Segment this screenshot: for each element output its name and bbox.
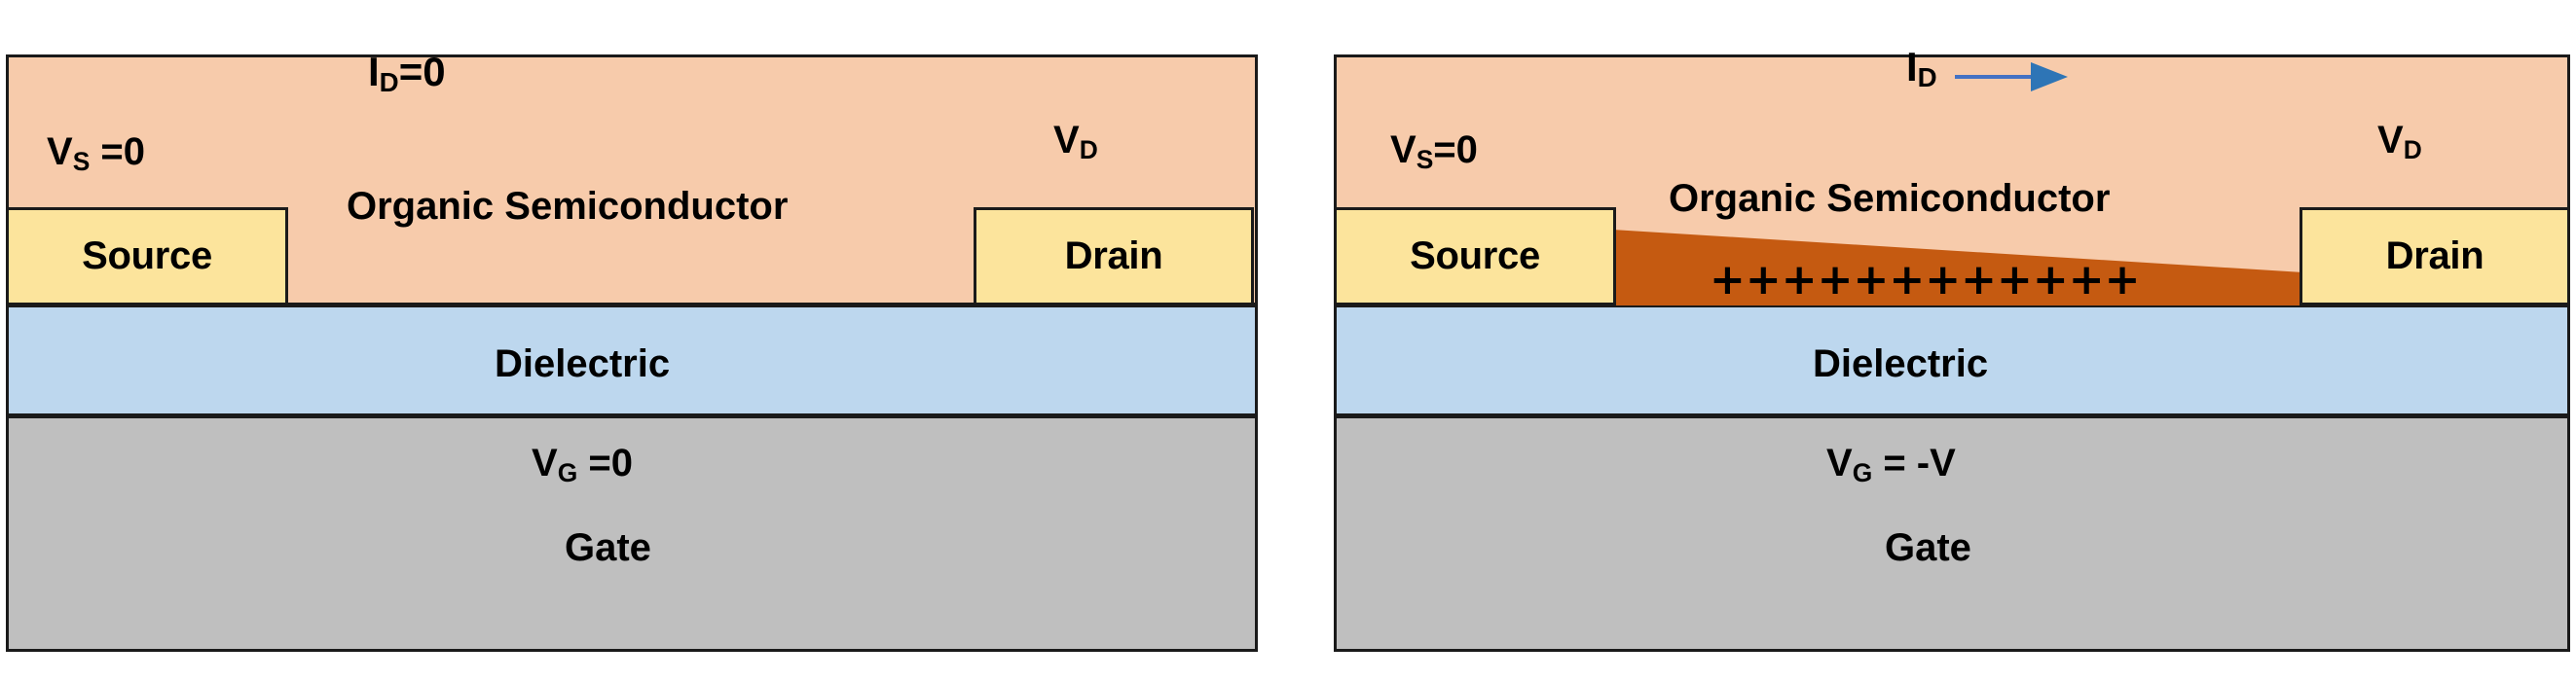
drain-voltage-subscript: D: [1079, 134, 1098, 164]
gate-layer-on: [1334, 415, 2570, 652]
drain-current-symbol: I: [1906, 44, 1918, 90]
source-voltage-label-on: VS=0: [1390, 128, 1478, 172]
source-voltage-symbol: V: [1390, 128, 1417, 171]
drain-electrode-label: Drain: [1064, 234, 1163, 277]
dielectric-label-off: Dielectric: [495, 342, 671, 385]
semiconductor-label-off: Organic Semiconductor: [347, 185, 789, 228]
gate-label-on: Gate: [1885, 526, 1971, 569]
drain-voltage-symbol: V: [2377, 119, 2404, 161]
dielectric-layer-on: [1334, 305, 2570, 416]
gate-voltage-subscript: G: [557, 457, 578, 487]
drain-voltage-symbol: V: [1053, 119, 1080, 161]
source-electrode-label: Source: [82, 234, 212, 277]
device-panel-off-state: Source Drain ID=0 VS =0 VD Organic Semic…: [6, 49, 1258, 652]
drain-current-label-on: ID: [1906, 44, 1937, 91]
drain-electrode-off: Drain: [974, 207, 1254, 305]
source-electrode-off: Source: [6, 207, 288, 305]
gate-voltage-label-off: VG =0: [532, 442, 633, 485]
dielectric-label-on: Dielectric: [1813, 342, 1989, 385]
source-electrode-on: Source: [1334, 207, 1616, 305]
drain-voltage-label-on: VD: [2377, 119, 2422, 162]
source-voltage-symbol: V: [47, 130, 73, 173]
dielectric-layer-off: [6, 305, 1258, 416]
drain-electrode-label: Drain: [2385, 234, 2484, 277]
drain-electrode-on: Drain: [2300, 207, 2570, 305]
gate-voltage-subscript: G: [1852, 457, 1873, 487]
drain-current-symbol: I: [368, 49, 380, 94]
gate-label-off: Gate: [565, 526, 651, 569]
gate-voltage-value: =0: [577, 442, 633, 484]
drain-voltage-label-off: VD: [1053, 119, 1098, 162]
accumulation-layer-wedge: [1612, 222, 2303, 305]
source-voltage-subscript: S: [1416, 144, 1434, 174]
source-electrode-label: Source: [1410, 234, 1540, 277]
drain-current-subscript: D: [379, 67, 399, 98]
drain-current-subscript: D: [1917, 62, 1937, 93]
gate-voltage-symbol: V: [532, 442, 558, 484]
gate-voltage-value: = -V: [1872, 442, 1956, 484]
semiconductor-label-on: Organic Semiconductor: [1669, 177, 2111, 220]
device-panel-on-state: ++++++++++++ Source Drain ID VS=0 VD: [1334, 47, 2570, 652]
drain-voltage-subscript: D: [2403, 134, 2422, 164]
drain-current-label-off: ID=0: [368, 49, 446, 96]
current-direction-arrow-icon: [1955, 60, 2072, 93]
source-voltage-label-off: VS =0: [47, 130, 146, 174]
gate-voltage-label-on: VG = -V: [1826, 442, 1956, 485]
source-voltage-value: =0: [1433, 128, 1478, 171]
gate-voltage-symbol: V: [1826, 442, 1853, 484]
source-voltage-value: =0: [90, 130, 146, 173]
gate-layer-off: [6, 415, 1258, 652]
drain-current-value: =0: [398, 49, 446, 94]
source-voltage-subscript: S: [72, 146, 91, 176]
